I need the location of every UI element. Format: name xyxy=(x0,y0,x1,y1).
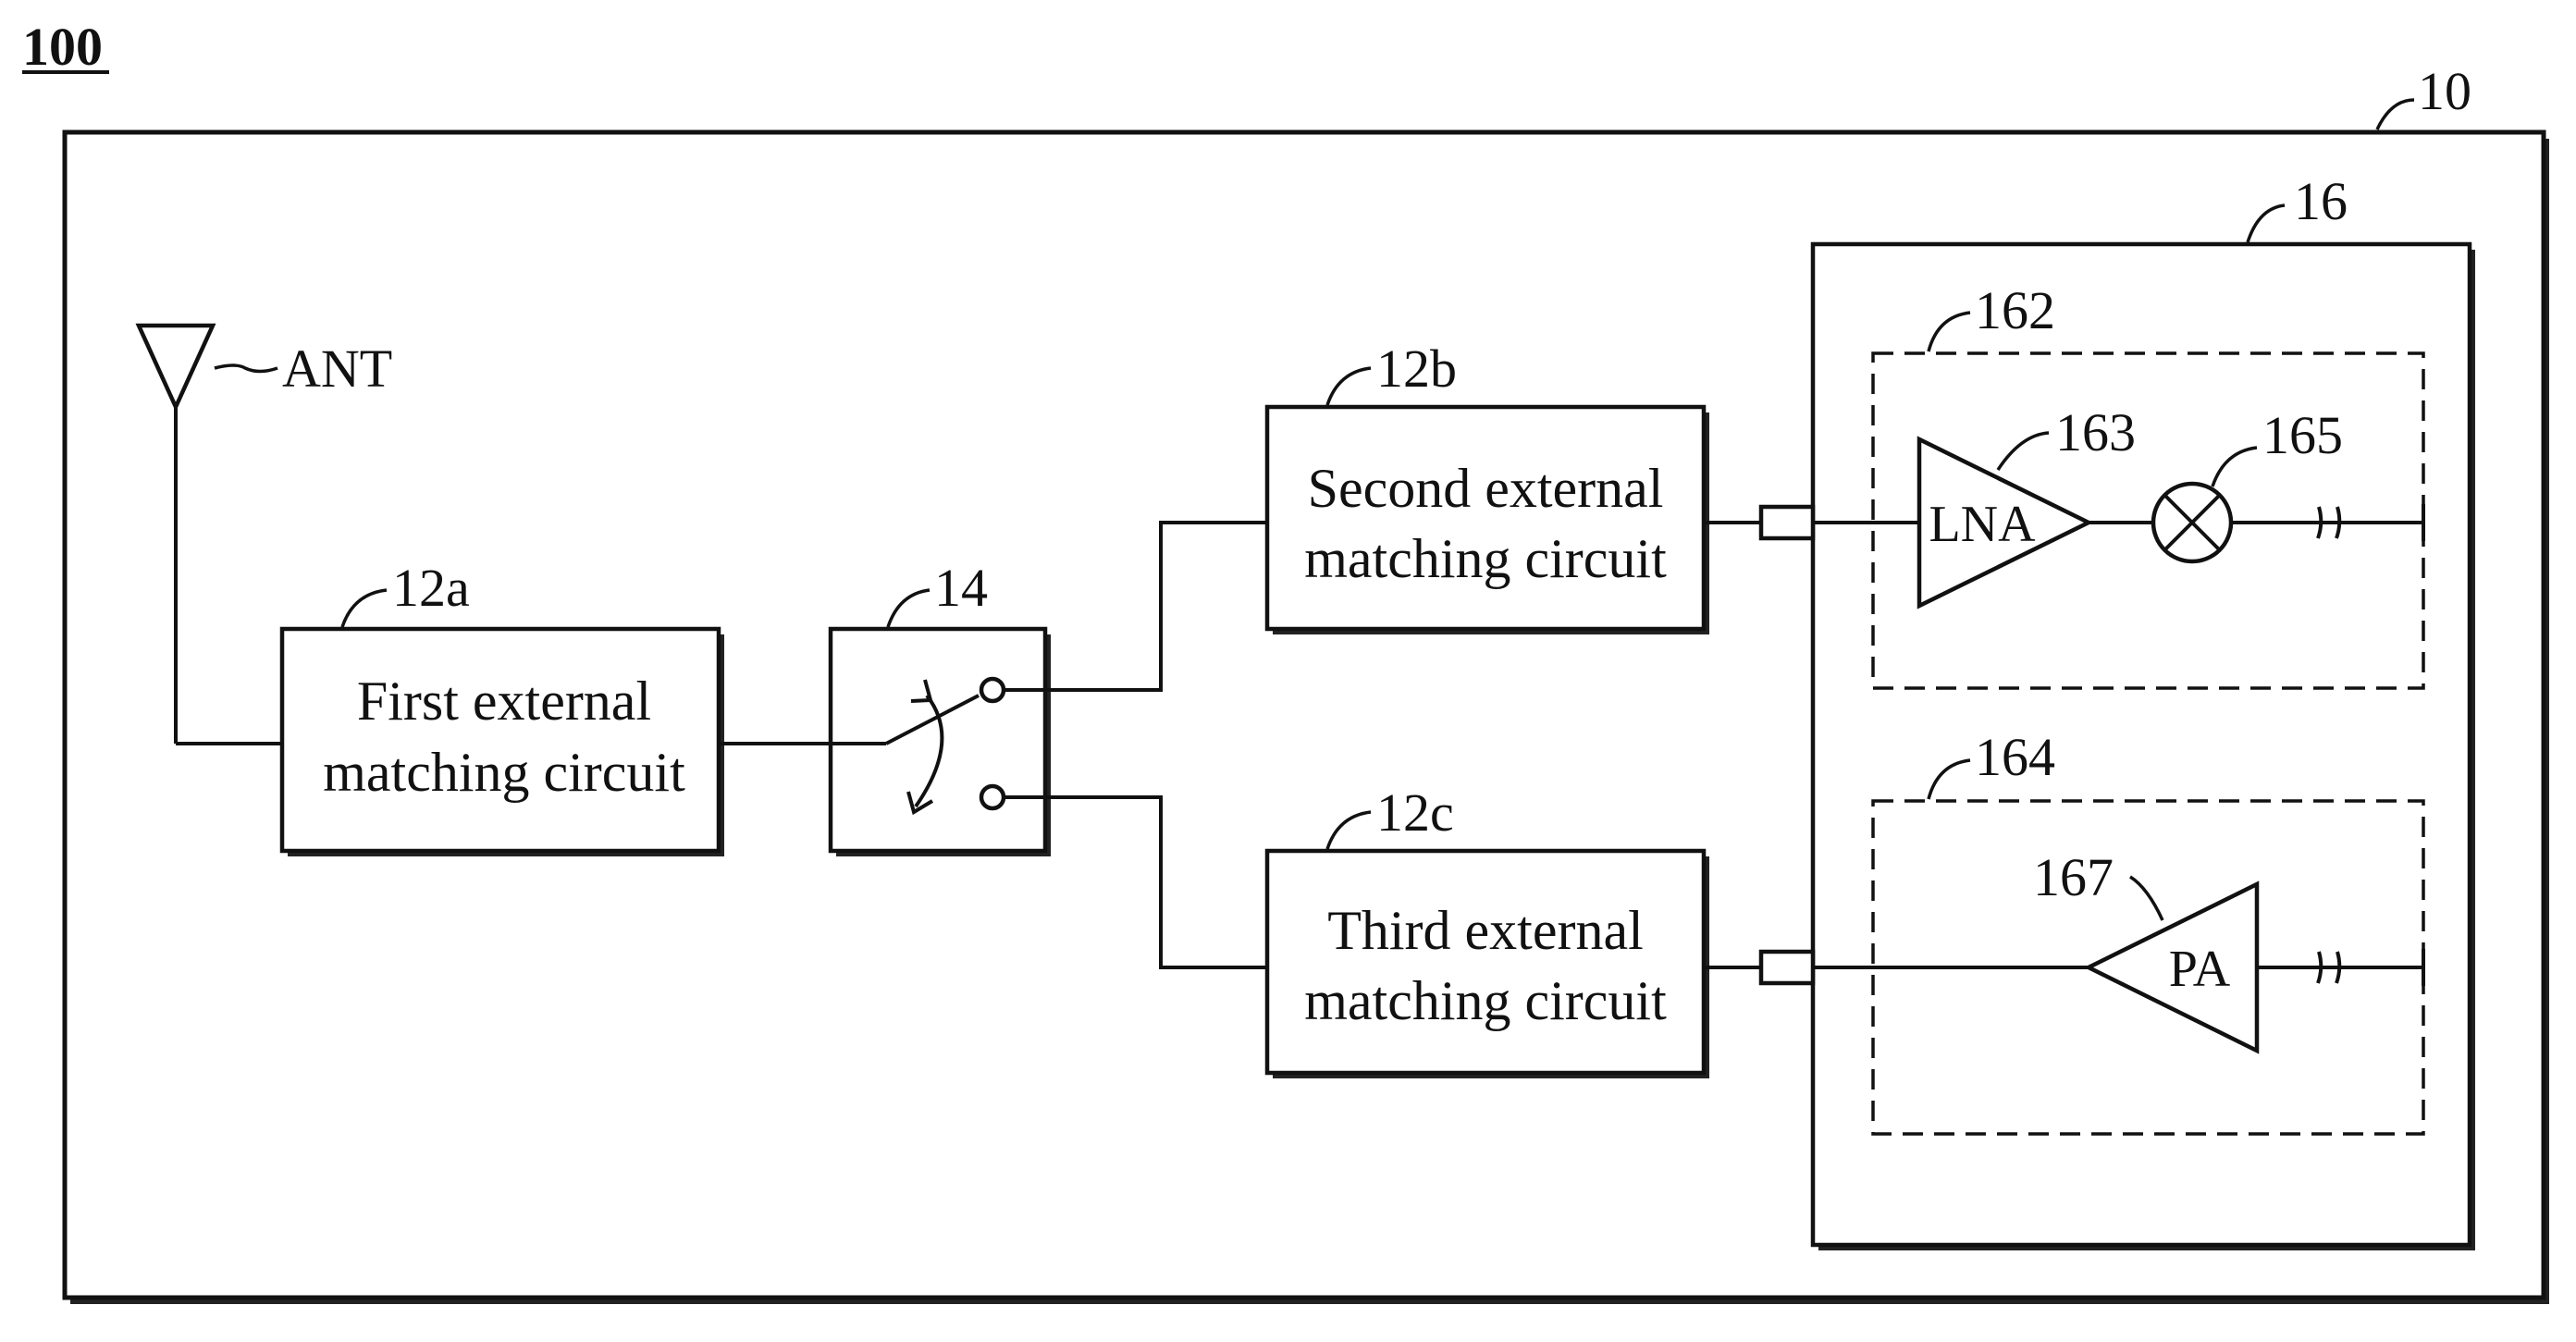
figure-label: 100 xyxy=(22,17,103,77)
third-match-ref: 12c xyxy=(1376,782,1454,843)
pa-ref: 167 xyxy=(2033,847,2114,907)
pa-label: PA xyxy=(2169,941,2231,998)
switch-block xyxy=(831,629,1045,851)
first-matching-label-line2: matching circuit xyxy=(323,742,685,803)
rx-block-ref: 162 xyxy=(1975,280,2055,340)
lna-ref: 163 xyxy=(2055,402,2136,462)
second-match-ref: 12b xyxy=(1376,339,1457,399)
first-match-ref: 12a xyxy=(392,558,470,618)
switch-ref: 14 xyxy=(934,558,988,618)
switch-terminal-bottom xyxy=(981,786,1004,808)
tx-block-ref: 164 xyxy=(1975,727,2055,787)
chip-block xyxy=(1813,244,2470,1245)
first-matching-circuit xyxy=(282,629,719,851)
first-matching-label-line1: First external xyxy=(357,671,651,732)
chip-ref: 16 xyxy=(2294,171,2348,231)
outer-ref-leader xyxy=(2377,100,2414,129)
third-matching-label-line1: Third external xyxy=(1327,900,1644,961)
switch-terminal-top xyxy=(981,679,1004,701)
outer-ref: 10 xyxy=(2418,61,2471,121)
mixer-ref: 165 xyxy=(2262,405,2343,465)
antenna-label: ANT xyxy=(282,339,392,399)
rx-chip-pad xyxy=(1761,507,1813,538)
second-matching-label-line2: matching circuit xyxy=(1304,528,1667,589)
lna-label: LNA xyxy=(1929,496,2036,553)
second-matching-label-line1: Second external xyxy=(1308,458,1664,519)
third-matching-label-line2: matching circuit xyxy=(1304,970,1667,1031)
tx-chip-pad xyxy=(1761,952,1813,983)
third-matching-circuit xyxy=(1267,851,1704,1073)
